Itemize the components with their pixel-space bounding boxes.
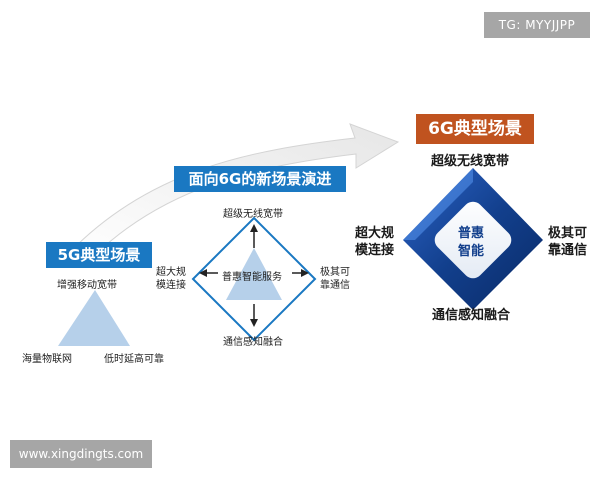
evolution-bottom-label: 通信感知融合 <box>223 337 283 348</box>
6g-bottom-label: 通信感知融合 <box>432 308 511 323</box>
diamond-arrows <box>199 224 309 327</box>
6g-ring-highlight <box>403 168 473 240</box>
evolution-top-label: 超级无线宽带 <box>223 209 283 220</box>
6g-left-label-2: 模连接 <box>355 243 395 258</box>
evolution-title: 面向6G的新场景演进 <box>174 166 346 192</box>
evolution-right-label-1: 极其可 <box>320 267 350 278</box>
6g-right-label-2: 靠通信 <box>548 243 588 258</box>
6g-center-label-1: 普惠 <box>458 226 485 241</box>
5g-bottom-right-label: 低时延高可靠 <box>104 354 164 365</box>
6g-right-label-1: 极其可 <box>548 226 588 241</box>
watermark-top: TG: MYYJJPP <box>484 12 590 38</box>
5g-scenarios-title: 5G典型场景 <box>46 242 152 268</box>
5g-triangle <box>58 290 130 346</box>
6g-center-label-2: 智能 <box>458 244 485 259</box>
6g-inner-square <box>434 201 512 279</box>
evolution-right-label-2: 靠通信 <box>320 280 350 291</box>
watermark-bottom: www.xingdingts.com <box>10 440 152 468</box>
6g-left-label-1: 超大规 <box>355 226 395 241</box>
evolution-inner-triangle <box>226 248 282 300</box>
5g-top-label: 增强移动宽带 <box>57 280 117 291</box>
6g-scenarios-title: 6G典型场景 <box>416 114 534 144</box>
6g-top-label: 超级无线宽带 <box>431 154 510 169</box>
evolution-left-label-2: 模连接 <box>156 280 186 291</box>
evolution-arrow <box>69 123 400 263</box>
5g-bottom-left-label: 海量物联网 <box>22 354 72 365</box>
evolution-center-label: 普惠智能服务 <box>222 272 282 283</box>
evolution-left-label-1: 超大规 <box>156 267 186 278</box>
